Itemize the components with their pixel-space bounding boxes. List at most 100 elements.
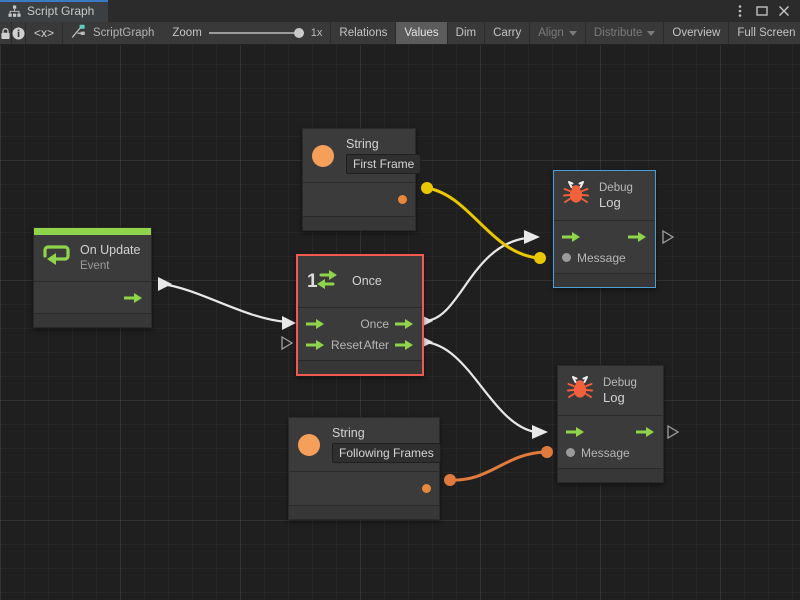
port-in-flow[interactable] (566, 426, 585, 438)
zoom-control[interactable]: Zoom 1x (164, 22, 332, 44)
graph-name-label: ScriptGraph (93, 27, 155, 39)
node-once[interactable]: 1 Once (296, 254, 424, 376)
port-row-reset-after[interactable]: Reset After (298, 334, 422, 355)
node-debug-log-bottom[interactable]: Debug Log (557, 365, 664, 483)
node-title: On Update (80, 243, 141, 258)
lock-button[interactable] (0, 22, 12, 44)
port-out-flow[interactable] (628, 231, 647, 243)
node-title: Once (352, 273, 382, 288)
titlebar-spacer (108, 0, 730, 22)
relations-button[interactable]: Relations (331, 22, 397, 44)
distribute-dropdown[interactable]: Distribute (586, 22, 665, 44)
wire-onupdate-to-once (161, 282, 288, 324)
node-on-update[interactable]: On Update Event (33, 227, 152, 328)
wire-arrow-debuglog-bottom-in (532, 425, 548, 439)
node-header: On Update Event (34, 235, 151, 282)
lock-icon (1, 27, 10, 39)
bug-icon (566, 374, 594, 407)
port-dot-message[interactable] (566, 448, 575, 457)
node-ports (303, 183, 415, 217)
wire-arrow-debuglog-top-in (524, 230, 540, 244)
node-string-first-frame[interactable]: String First Frame (302, 128, 422, 231)
node-string-following-frames[interactable]: String Following Frames (288, 417, 441, 520)
port-out-string-value[interactable] (398, 195, 407, 204)
port-row-message[interactable]: Message (558, 442, 663, 463)
port-in-flow[interactable] (306, 318, 325, 330)
overview-button[interactable]: Overview (664, 22, 730, 44)
zoom-value: 1x (310, 27, 323, 39)
full-screen-button[interactable]: Full Screen (737, 27, 796, 39)
dim-button[interactable]: Dim (448, 22, 486, 44)
wire-string-following-to-message (449, 450, 547, 482)
code-view-button[interactable]: <x> (26, 22, 64, 44)
zoom-slider[interactable] (208, 27, 304, 39)
kebab-menu-icon[interactable] (730, 0, 750, 22)
string-value-input[interactable]: First Frame (346, 154, 422, 174)
graph-name-display[interactable]: ScriptGraph (63, 22, 164, 44)
node-title-block: On Update Event (80, 243, 140, 272)
port-row-flow-out[interactable] (34, 287, 151, 308)
wire-dot-string-first-out (421, 182, 433, 194)
string-value-input[interactable]: Following Frames (332, 443, 441, 463)
maximize-icon[interactable] (752, 0, 772, 22)
script-graph-icon (71, 24, 86, 42)
values-button[interactable]: Values (396, 22, 448, 44)
wire-dot-message-bottom-in (541, 446, 553, 458)
tab-script-graph[interactable]: Script Graph (0, 0, 109, 22)
port-row-enter-once[interactable]: Once (298, 313, 422, 334)
node-footer (558, 469, 663, 482)
port-out-after[interactable]: After (364, 338, 414, 352)
port-out-string-value[interactable] (422, 484, 431, 493)
node-accent-bar (34, 228, 151, 235)
graph-canvas[interactable]: On Update Event (0, 45, 800, 600)
port-out-flow[interactable] (124, 292, 143, 304)
port-row-string-out[interactable] (289, 472, 439, 505)
window-buttons (730, 0, 800, 22)
node-subtitle: Log (599, 194, 621, 210)
port-in-message[interactable]: Message (566, 446, 630, 460)
node-header: Debug Log (558, 366, 663, 416)
wire-string-first-to-message (426, 186, 539, 260)
port-in-flow[interactable] (562, 231, 581, 243)
flow-arrow-icon (306, 318, 324, 329)
node-ports (34, 282, 151, 314)
node-footer (298, 361, 422, 374)
port-dot-message[interactable] (562, 253, 571, 262)
zoom-label: Zoom (172, 27, 202, 39)
node-footer (554, 274, 655, 287)
align-label: Align (538, 27, 564, 39)
node-footer (303, 217, 415, 230)
flow-arrow-icon (636, 426, 654, 437)
graph-toolbar: <x> ScriptGraph Zoom 1x Relations (0, 22, 800, 45)
carry-button[interactable]: Carry (485, 22, 531, 44)
port-row-string-out[interactable] (303, 183, 415, 216)
chevron-down-icon (647, 30, 656, 36)
node-title: String (332, 426, 365, 440)
port-label-reset: Reset (331, 337, 363, 352)
hierarchy-icon (8, 5, 21, 18)
port-row-flow[interactable] (554, 226, 655, 247)
event-loop-icon (42, 243, 71, 273)
node-debug-log-top[interactable]: Debug Log (553, 170, 656, 288)
flow-arrow-icon (395, 318, 413, 329)
port-out-once[interactable]: Once (360, 317, 414, 331)
node-header: 1 Once (298, 256, 422, 308)
close-icon[interactable] (774, 0, 794, 22)
port-row-flow[interactable] (558, 421, 663, 442)
svg-text:1: 1 (307, 271, 318, 292)
node-header: String Following Frames (289, 418, 441, 472)
zoom-slider-handle[interactable] (293, 28, 304, 38)
node-title: String (346, 137, 379, 151)
info-button[interactable] (12, 22, 26, 44)
port-in-reset[interactable]: Reset (306, 338, 362, 352)
port-label-after: After (363, 337, 389, 352)
distribute-label: Distribute (593, 27, 643, 39)
flow-arrow-icon (628, 231, 646, 242)
port-out-flow[interactable] (636, 426, 655, 438)
once-counter-icon: 1 (307, 266, 343, 297)
wire-after-to-debuglog-bottom (423, 340, 536, 434)
port-row-message[interactable]: Message (554, 247, 655, 268)
node-title-block: Debug Log (603, 376, 637, 406)
align-dropdown[interactable]: Align (530, 22, 586, 44)
port-in-message[interactable]: Message (562, 251, 626, 265)
